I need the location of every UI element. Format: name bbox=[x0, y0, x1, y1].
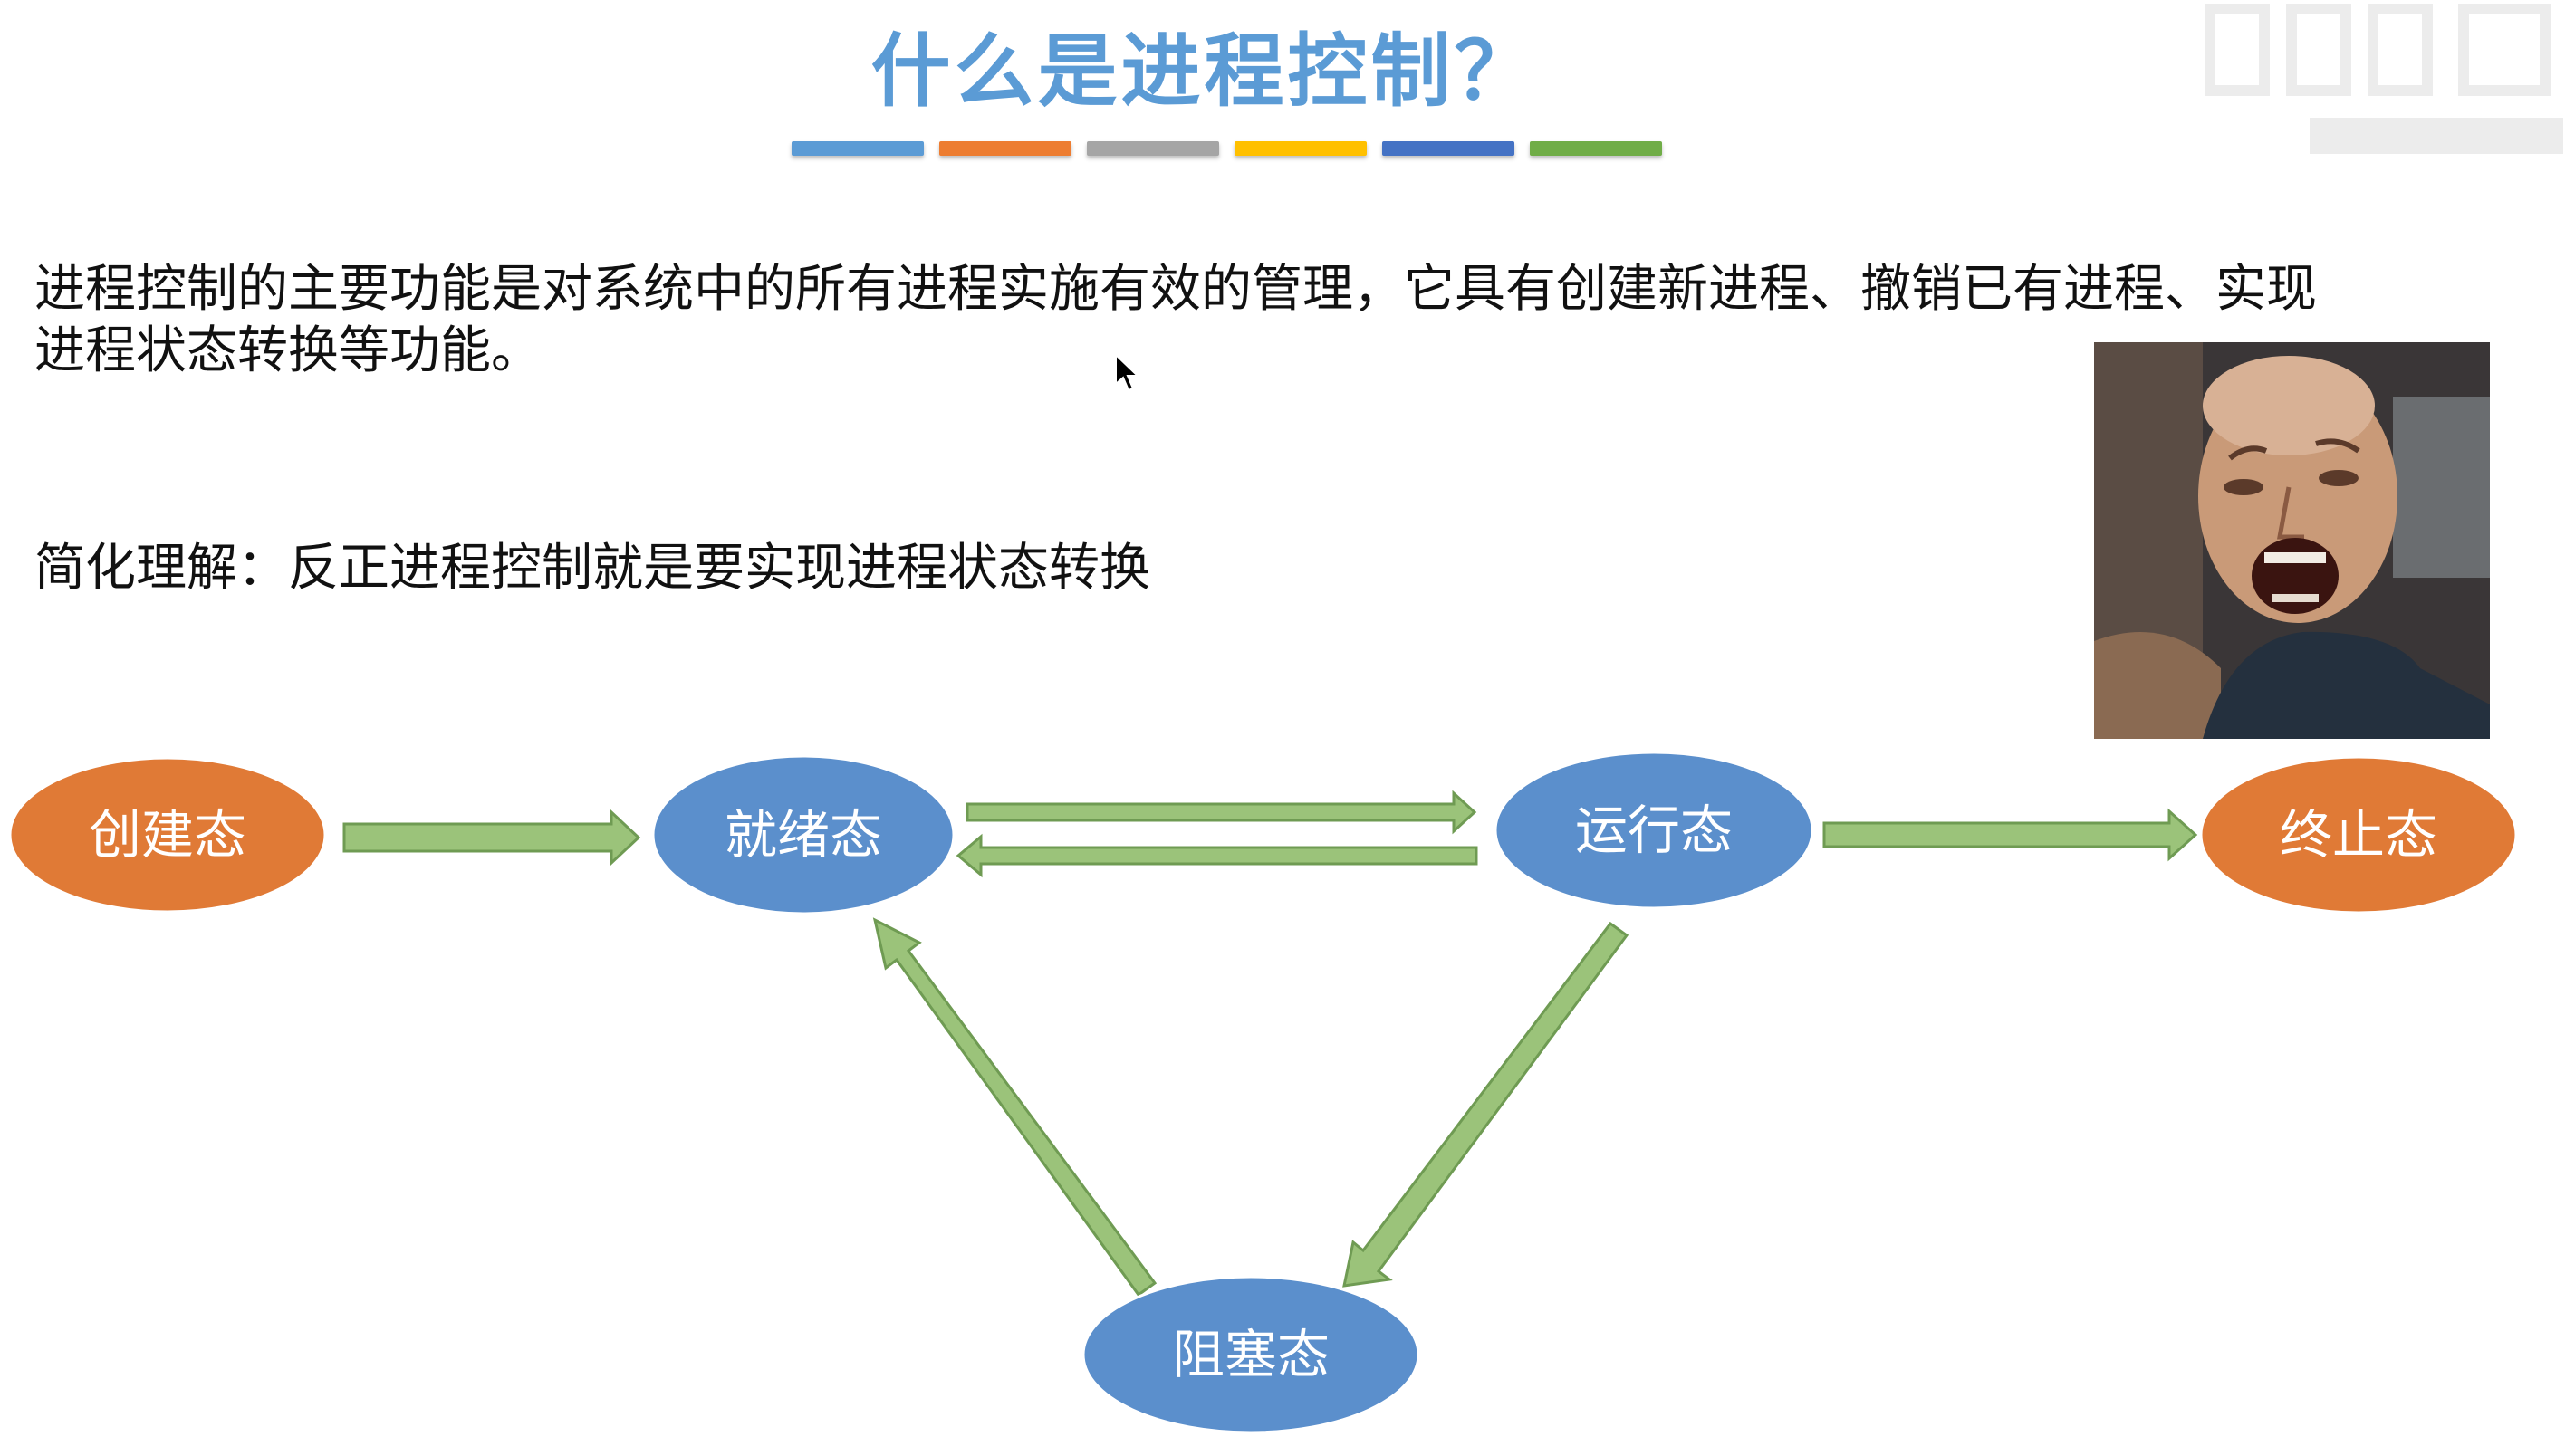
state-created: 创建态 bbox=[8, 756, 327, 914]
shouting-man-meme-image bbox=[2094, 342, 2490, 739]
page-title: 什么是进程控制？ bbox=[870, 24, 1538, 118]
arrow-created-to-ready bbox=[342, 809, 641, 867]
decor-bar-blue bbox=[792, 141, 924, 156]
state-blocked-label: 阻塞态 bbox=[1172, 1324, 1330, 1385]
arrow-ready-to-running bbox=[966, 790, 1477, 835]
arrow-running-to-terminated bbox=[1822, 808, 2198, 862]
state-running-label: 运行态 bbox=[1575, 800, 1733, 861]
decor-bar-yellow bbox=[1235, 141, 1367, 156]
state-running: 运行态 bbox=[1494, 751, 1814, 910]
watermark-logo-icon bbox=[2205, 4, 2563, 154]
arrow-running-to-blocked bbox=[1342, 921, 1629, 1288]
state-ready-label: 就绪态 bbox=[725, 804, 882, 866]
arrow-running-to-ready bbox=[956, 833, 1478, 878]
mouse-cursor-icon bbox=[1115, 353, 1140, 392]
state-terminated: 终止态 bbox=[2199, 755, 2518, 915]
arrow-blocked-to-ready bbox=[872, 917, 1158, 1298]
decor-bar-gray bbox=[1087, 141, 1219, 156]
state-ready: 就绪态 bbox=[651, 754, 956, 915]
decor-bar-orange bbox=[939, 141, 1071, 156]
paragraph-intro-line2: 进程状态转换等功能。 bbox=[34, 321, 542, 380]
paragraph-simplified: 简化理解：反正进程控制就是要实现进程状态转换 bbox=[34, 539, 1150, 598]
state-terminated-label: 终止态 bbox=[2280, 804, 2437, 866]
decor-bar-green bbox=[1530, 141, 1662, 156]
paragraph-intro-line1: 进程控制的主要功能是对系统中的所有进程实施有效的管理，它具有创建新进程、撤销已有… bbox=[34, 260, 2317, 319]
state-created-label: 创建态 bbox=[89, 804, 246, 866]
decor-bar-darkblue bbox=[1382, 141, 1514, 156]
state-blocked: 阻塞态 bbox=[1081, 1275, 1420, 1434]
